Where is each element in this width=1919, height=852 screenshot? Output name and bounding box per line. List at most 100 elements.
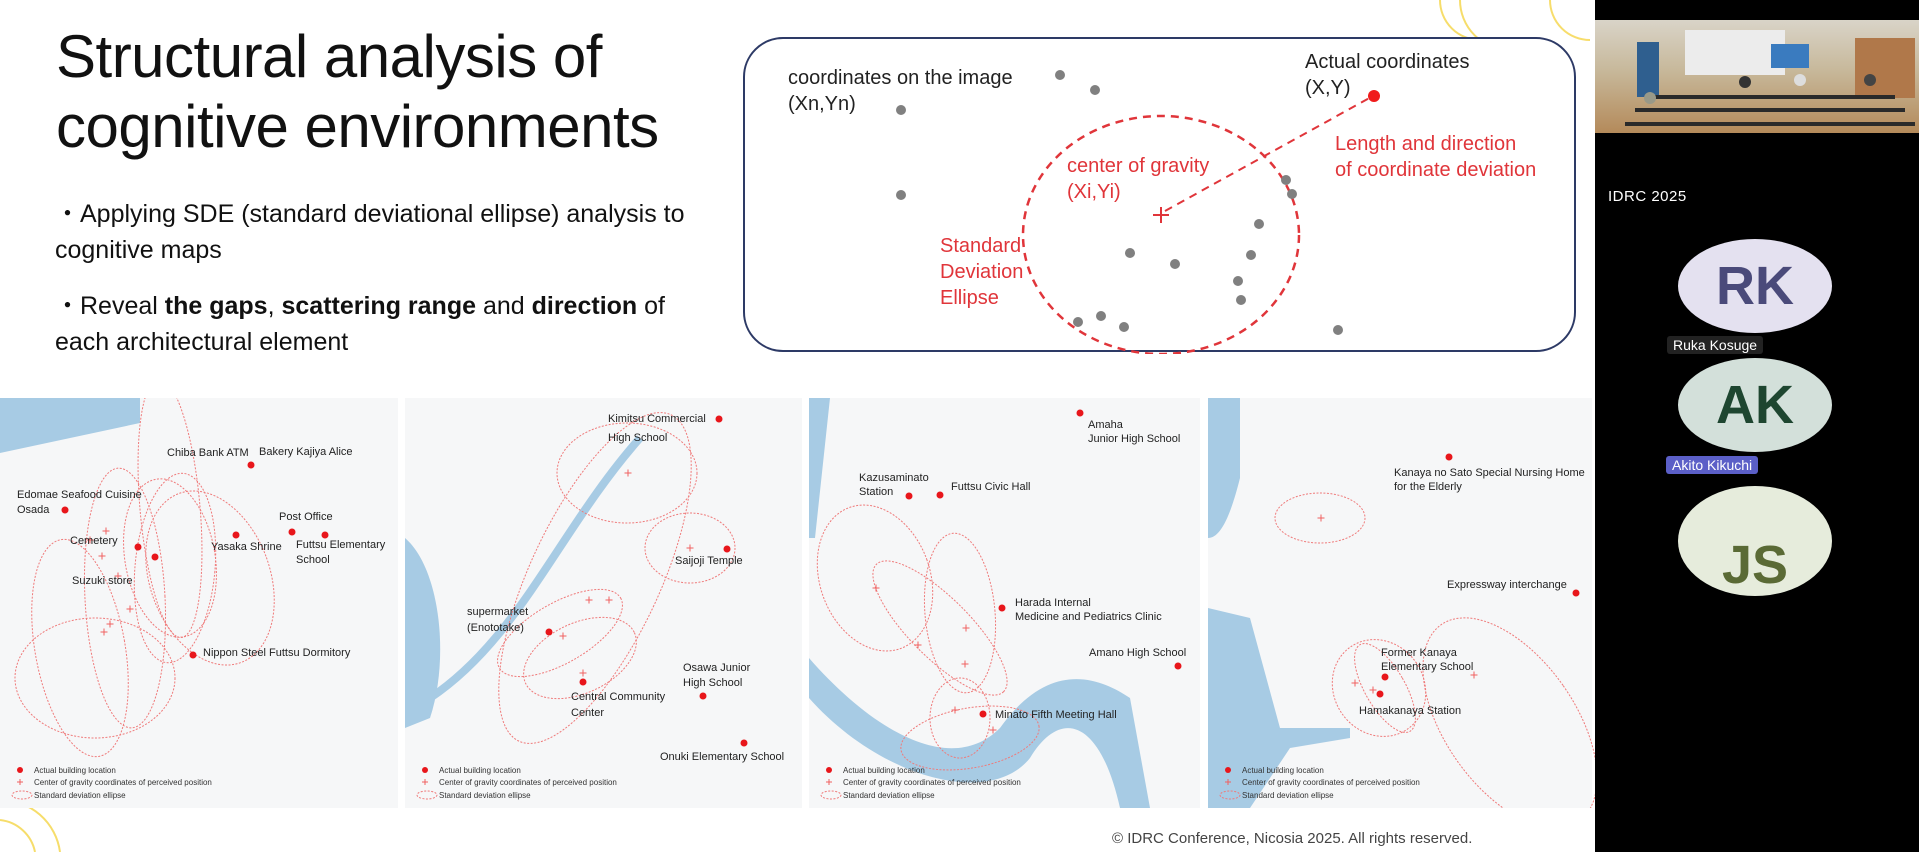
- title-line-1: Structural analysis of: [56, 23, 602, 90]
- sde-label-3: Ellipse: [940, 287, 999, 309]
- coords-image-label: coordinates on the image: [788, 67, 1013, 89]
- video-scene: [1625, 30, 1915, 126]
- map-label: for the Elderly: [1394, 481, 1462, 493]
- center-cross-icon: [585, 596, 593, 604]
- text: and: [476, 292, 532, 320]
- map-label: Elementary School: [1381, 661, 1473, 673]
- center-cross-icon: [1317, 514, 1325, 522]
- map-label: Junior High School: [1088, 433, 1180, 445]
- sd-ellipse: [1274, 492, 1366, 544]
- center-label: center of gravity: [1067, 155, 1210, 177]
- map-label: Chiba Bank ATM: [167, 447, 249, 459]
- center-cross-icon: [1470, 671, 1478, 679]
- sd-ellipse: [929, 677, 991, 759]
- river-icon: [427, 435, 643, 702]
- actual-label: Actual coordinates: [1305, 51, 1470, 73]
- building-location-dot: [979, 710, 987, 718]
- image-coordinate-dot: [1125, 248, 1135, 258]
- image-coordinate-dot: [1254, 219, 1264, 229]
- image-coordinate-dot: [896, 105, 906, 115]
- bold-text: the gaps: [164, 292, 268, 320]
- deviation-label-2: of coordinate deviation: [1335, 159, 1537, 181]
- legend-ellipse-icon: [416, 790, 438, 800]
- diagram-graphic: [896, 70, 1380, 354]
- map-panel: [809, 398, 1200, 808]
- building-location-dot: [151, 553, 159, 561]
- sd-ellipse: [1021, 114, 1301, 354]
- center-cross-icon: [686, 544, 694, 552]
- map-background: [405, 398, 802, 808]
- map-label: Edomae Seafood Cuisine: [17, 489, 142, 501]
- coords-image-sub: (Xn,Yn): [788, 93, 856, 115]
- actual-point: [1368, 90, 1380, 102]
- legend-actual: Actual building location: [1242, 766, 1324, 775]
- image-coordinate-dot: [1090, 85, 1100, 95]
- sd-ellipse: [123, 478, 217, 638]
- sd-ellipse: [900, 705, 1040, 771]
- legend-ellipse: Standard deviation ellipse: [843, 791, 935, 800]
- legend-dot-icon: [826, 767, 832, 773]
- sde-diagram: coordinates on the image (Xn,Yn) Actual …: [743, 37, 1576, 354]
- actual-sub: (X,Y): [1305, 77, 1351, 99]
- image-coordinate-dot: [1096, 311, 1106, 321]
- map-label: Saijoji Temple: [675, 555, 743, 567]
- sd-ellipse: [83, 467, 167, 729]
- sd-ellipse: [1354, 643, 1416, 733]
- center-cross-icon: [961, 660, 969, 668]
- legend-center: Center of gravity coordinates of perceiv…: [843, 778, 1021, 787]
- map-label: Expressway interchange: [1447, 579, 1567, 591]
- text: ・Reveal: [55, 292, 165, 320]
- legend-actual: Actual building location: [34, 766, 116, 775]
- map-panel: [0, 398, 398, 808]
- avatar-js[interactable]: JS: [1678, 486, 1832, 596]
- bold-text: direction: [531, 292, 638, 320]
- map-label: Suzuki store: [72, 575, 133, 587]
- sd-ellipse: [498, 412, 692, 744]
- map-panel: [1208, 398, 1592, 808]
- map-label: Kimitsu Commercial: [608, 413, 706, 425]
- sd-ellipse: [1422, 617, 1595, 808]
- deviation-label-1: Length and direction: [1335, 133, 1517, 155]
- map-label: Amaha: [1088, 419, 1124, 431]
- image-coordinate-dot: [1073, 317, 1083, 327]
- map-label: Kanaya no Sato Special Nursing Home: [1394, 467, 1585, 479]
- map-label: Osada: [17, 504, 50, 516]
- water-icon: [405, 538, 441, 728]
- copyright-notice: © IDRC Conference, Nicosia 2025. All rig…: [1112, 830, 1473, 847]
- water-icon: [0, 398, 140, 453]
- bold-text: scattering range: [281, 292, 476, 320]
- slide-title: Structural analysis of cognitive environ…: [56, 22, 659, 162]
- legend-ellipse-icon: [1219, 790, 1241, 800]
- avatar-ak[interactable]: AK: [1678, 358, 1832, 452]
- center-cross-icon: [114, 572, 122, 580]
- center-cross-icon: [126, 605, 134, 613]
- building-location-dot: [134, 543, 142, 551]
- room-video-feed[interactable]: [1595, 20, 1919, 133]
- building-location-dot: [723, 545, 731, 553]
- center-cross-icon: [559, 632, 567, 640]
- avatar-initials: RK: [1716, 256, 1794, 316]
- center-cross-icon: [579, 669, 587, 677]
- map-label: Minato Fifth Meeting Hall: [995, 709, 1117, 721]
- center-cross-icon: [914, 641, 922, 649]
- title-line-2: cognitive environments: [56, 93, 659, 160]
- center-cross-icon: [605, 596, 613, 604]
- map-label: Former Kanaya: [1381, 647, 1458, 659]
- avatar-rk[interactable]: RK: [1678, 239, 1832, 333]
- sd-ellipse: [644, 512, 736, 584]
- bullet-sde: ・Applying SDE (standard deviational elli…: [55, 200, 685, 264]
- presentation-slide: Structural analysis of cognitive environ…: [0, 0, 1595, 852]
- map-label: Kazusaminato: [859, 472, 929, 484]
- legend-cross-icon: [422, 779, 428, 785]
- center-cross-icon: [86, 536, 94, 544]
- map-label: Harada Internal: [1015, 597, 1091, 609]
- sd-ellipse: [133, 472, 217, 664]
- center-cross-icon: [100, 628, 108, 636]
- map-panel: [405, 398, 802, 808]
- image-coordinate-dot: [1281, 175, 1291, 185]
- center-cross-icon: [102, 527, 110, 535]
- image-coordinate-dot: [1236, 295, 1246, 305]
- legend-ellipse: Standard deviation ellipse: [34, 791, 126, 800]
- deviation-line: [1164, 95, 1374, 212]
